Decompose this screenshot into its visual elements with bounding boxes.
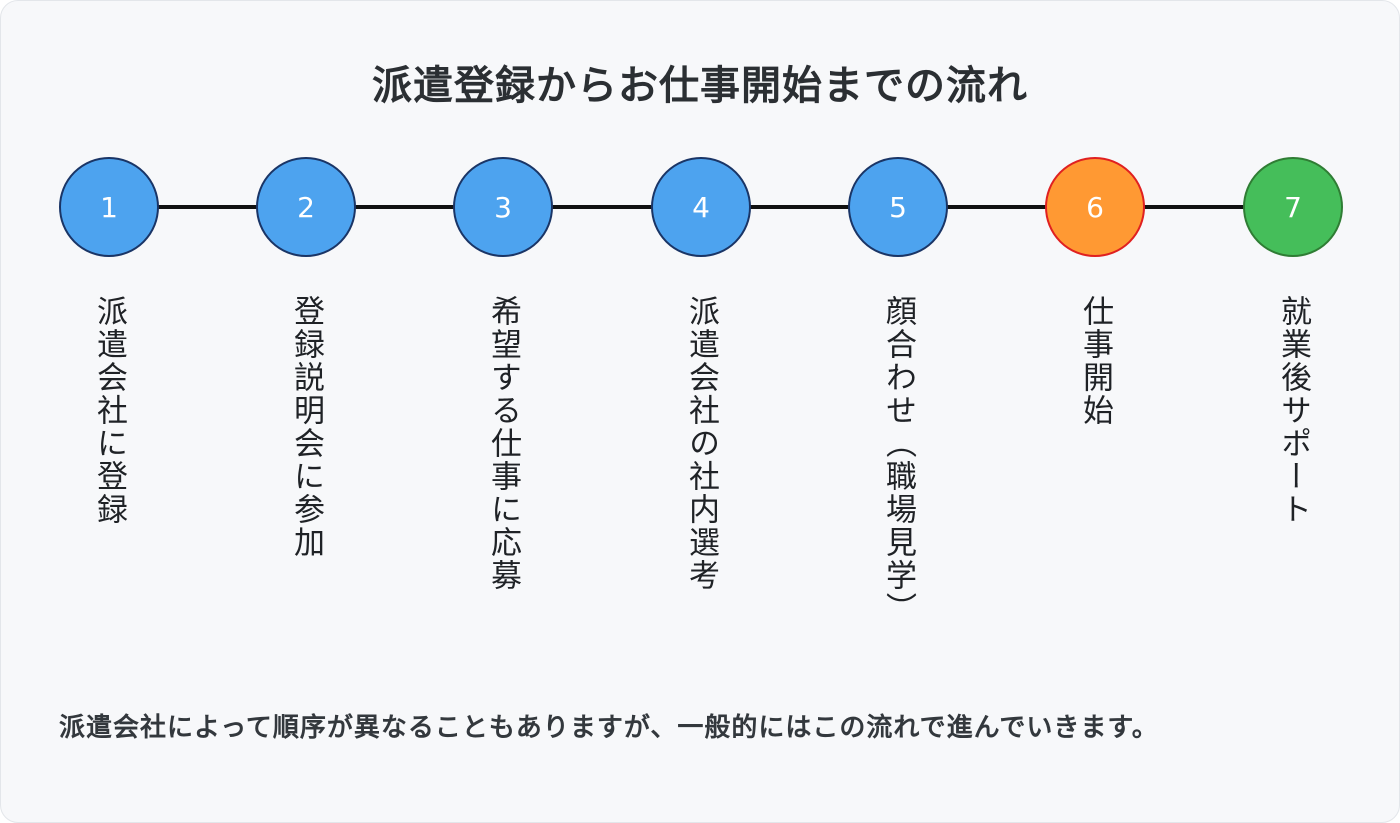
step-label: 顔合わせ（職場見学）: [880, 295, 916, 625]
step-circle: 2: [256, 157, 356, 257]
page-title: 派遣登録からお仕事開始までの流れ: [372, 63, 1028, 109]
step-circle: 4: [651, 157, 751, 257]
step-5: 5 顔合わせ（職場見学）: [848, 157, 948, 625]
step-label: 登録説明会に参加: [288, 295, 324, 559]
step-circle: 6: [1045, 157, 1145, 257]
step-label: 就業後サポート: [1275, 295, 1311, 526]
step-circle: 3: [453, 157, 553, 257]
step-label: 希望する仕事に応募: [485, 295, 521, 592]
step-label: 派遣会社の社内選考: [683, 295, 719, 592]
step-6: 6 仕事開始: [1045, 157, 1145, 427]
step-label: 派遣会社に登録: [91, 295, 127, 526]
step-4: 4 派遣会社の社内選考: [651, 157, 751, 592]
step-circle: 1: [59, 157, 159, 257]
step-1: 1 派遣会社に登録: [59, 157, 159, 526]
step-2: 2 登録説明会に参加: [256, 157, 356, 559]
step-circle: 7: [1243, 157, 1343, 257]
step-label: 仕事開始: [1077, 295, 1113, 427]
step-circle: 5: [848, 157, 948, 257]
step-3: 3 希望する仕事に応募: [453, 157, 553, 592]
step-7: 7 就業後サポート: [1243, 157, 1343, 526]
footnote: 派遣会社によって順序が異なることもありますが、一般的にはこの流れで進んでいきます…: [59, 713, 1159, 743]
